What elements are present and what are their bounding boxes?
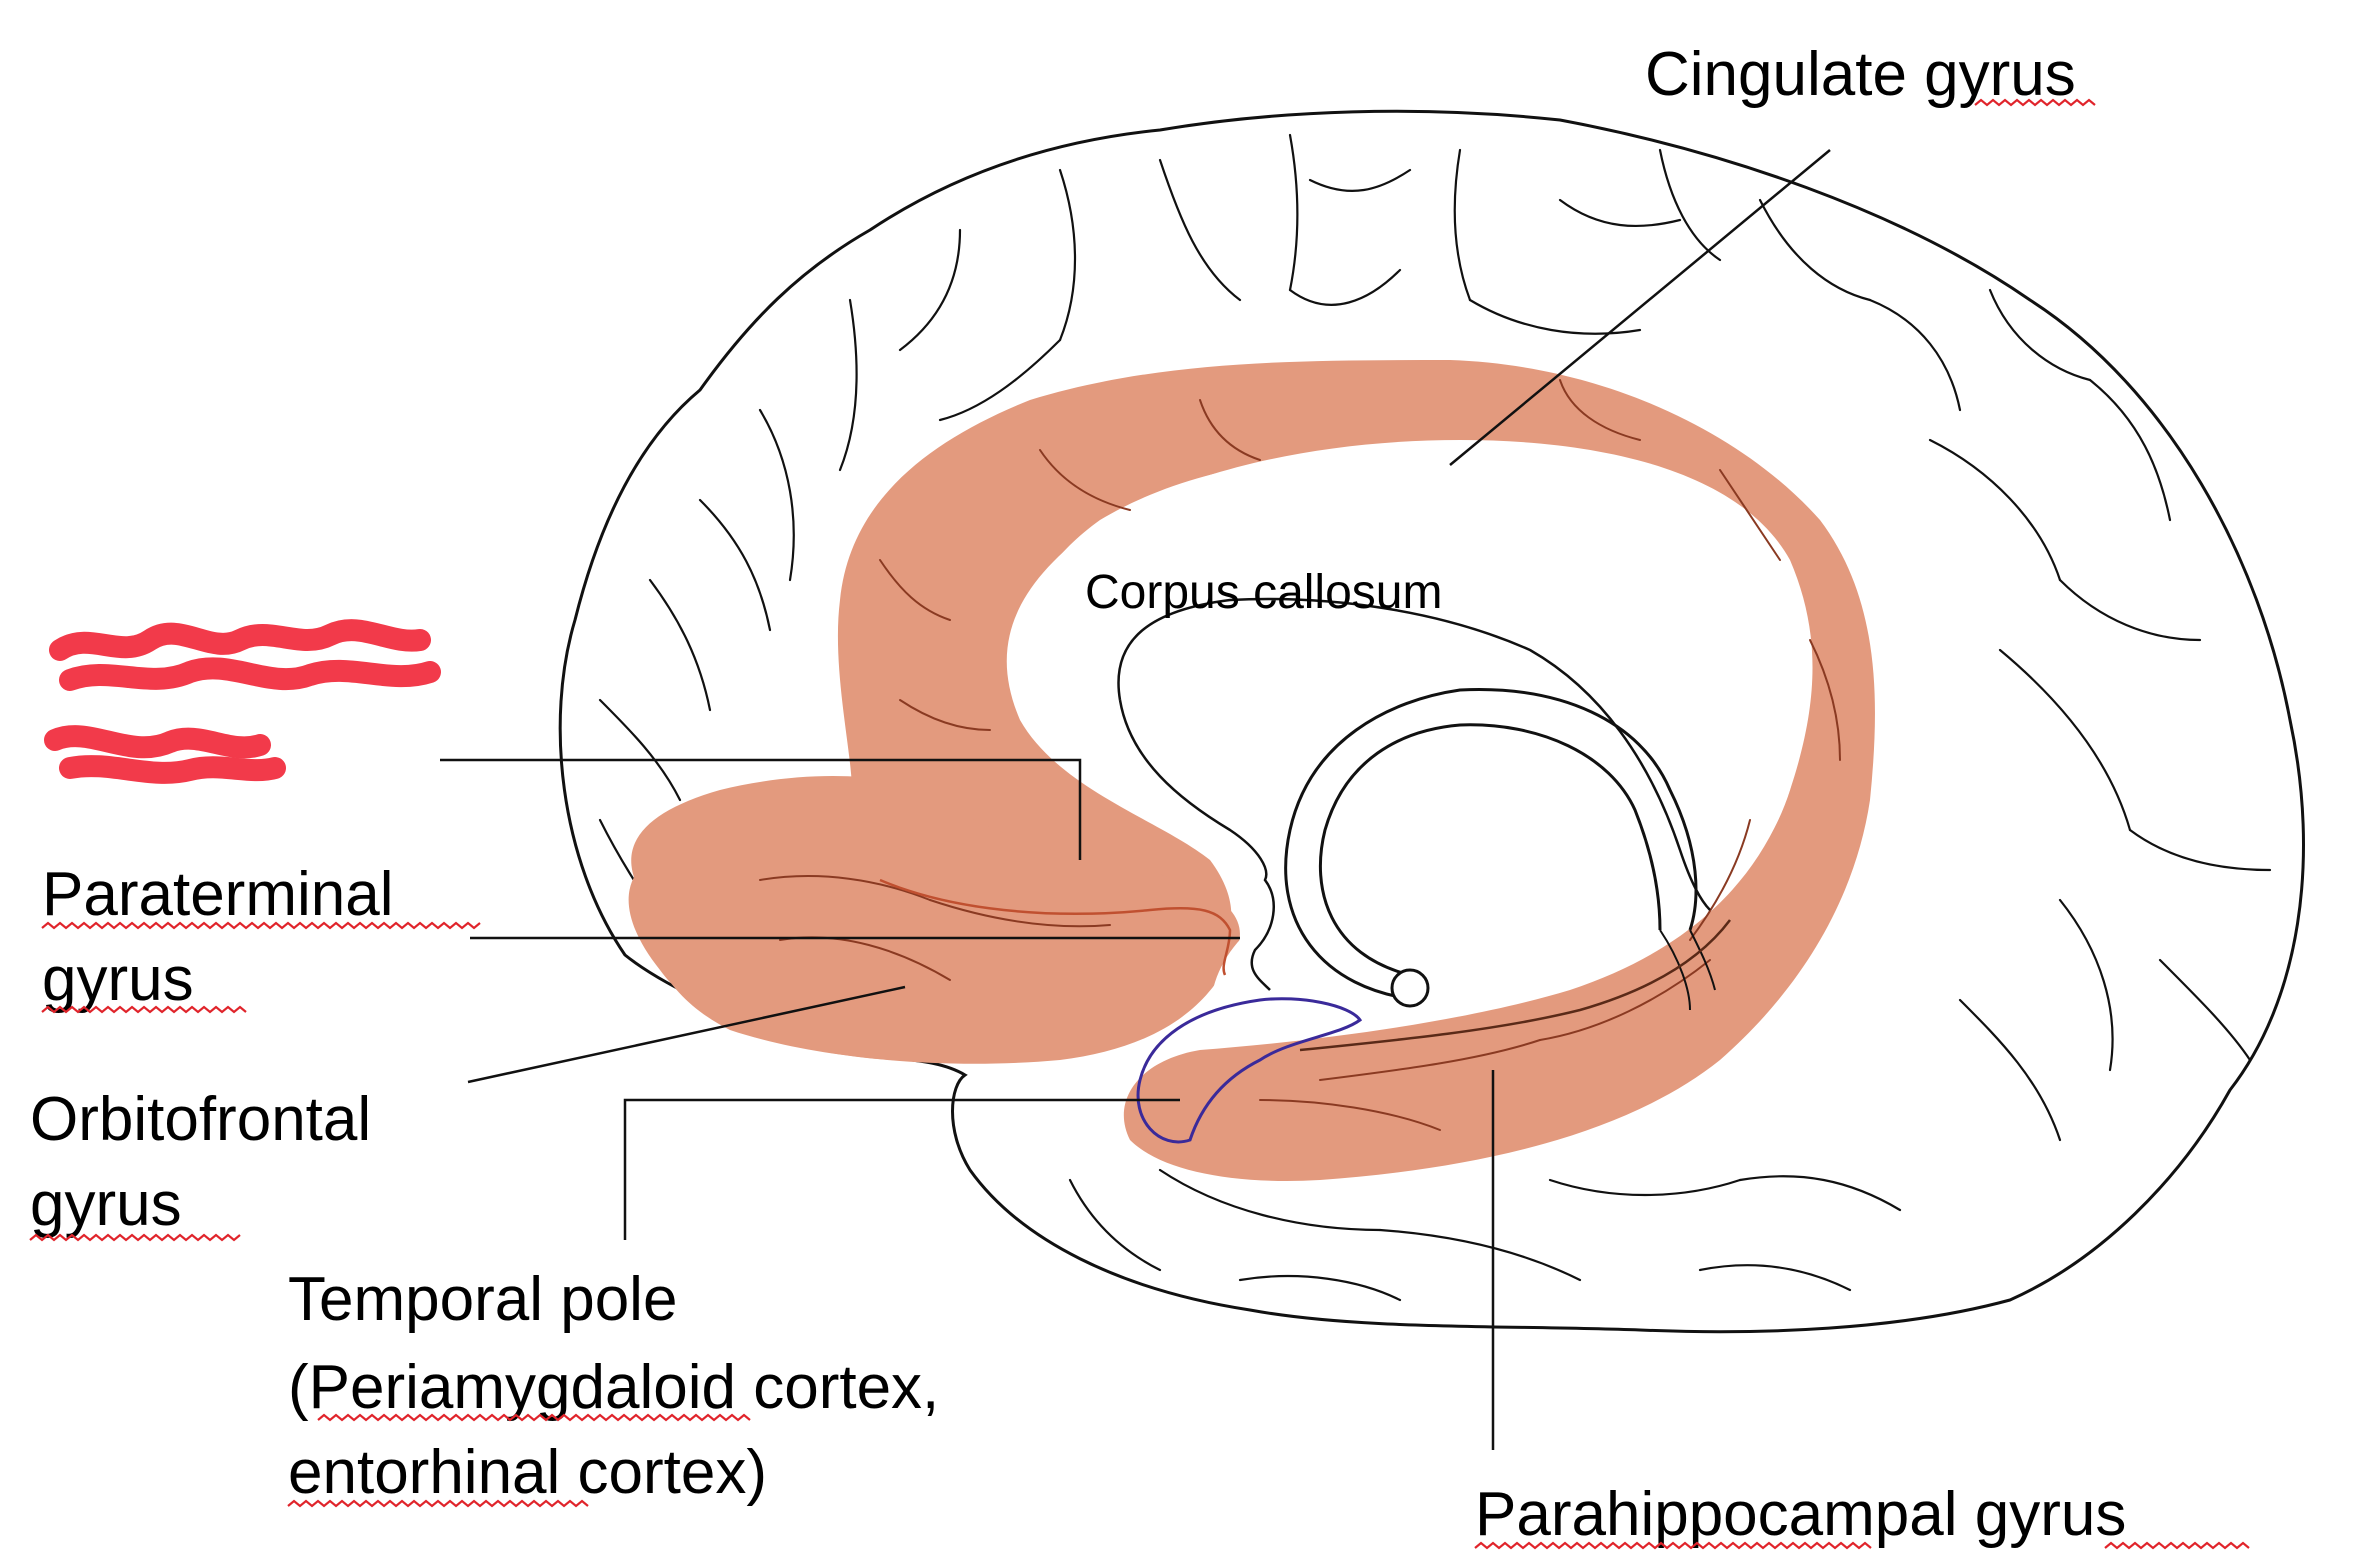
leader-cingulate (1449, 149, 1831, 466)
label-paraterminal-line2: gyrus (42, 945, 194, 1014)
label-paraterminal-line1: Paraterminal (42, 860, 393, 929)
temporal-pole-outline (1136, 997, 1363, 1144)
label-orbitofrontal-line2: gyrus (30, 1170, 182, 1239)
squiggle-gyrus-2 (29, 1233, 241, 1242)
corpus-callosum-area (1018, 450, 1809, 1035)
leader-orbitofrontal (467, 985, 906, 1084)
redaction-scribble (44, 619, 441, 784)
label-temporal-pole-line3: entorhinal cortex) (288, 1438, 767, 1507)
thalamic-outline (1659, 929, 1716, 1011)
label-temporal-pole-line1: Temporal pole (288, 1265, 677, 1334)
squiggle-periamygdaloid (317, 1413, 751, 1422)
squiggle-gyrus-1 (41, 1005, 247, 1014)
squiggle-parahippocampal (1474, 1541, 1872, 1550)
label-parahippocampal-gyrus: Parahippocampal gyrus (1475, 1480, 2126, 1549)
label-orbitofrontal-line1: Orbitofrontal (30, 1085, 371, 1154)
squiggle-entorhinal (287, 1499, 589, 1508)
cortex-sulci (598, 133, 2272, 1302)
leader-temporal-pole (623, 1098, 1180, 1240)
fornix-outer (1284, 688, 1698, 1002)
septum-outline (1118, 699, 1275, 991)
mammillary-body (1390, 968, 1430, 1008)
label-cingulate-gyrus: Cingulate gyrus (1645, 40, 2076, 109)
limbic-sulci (759, 379, 1841, 1131)
leader-redacted (440, 758, 1082, 860)
squiggle-cingulate-gyrus (1974, 98, 2096, 107)
label-corpus-callosum: Corpus callosum (1085, 566, 1442, 619)
paraterminal-line (879, 878, 1232, 976)
squiggle-gyrus-3 (2104, 1541, 2250, 1550)
squiggle-paraterminal (41, 921, 481, 930)
hippocampal-sulcus (1299, 919, 1731, 1052)
orbitofrontal-region (631, 776, 1240, 1064)
label-temporal-pole-line2: (Periamygdaloid cortex, (288, 1353, 939, 1422)
spellcheck-underlines (29, 98, 2250, 1550)
ventricle-outline (1117, 597, 1711, 911)
fornix-inner (1318, 723, 1662, 977)
leader-lines (440, 149, 1831, 1450)
